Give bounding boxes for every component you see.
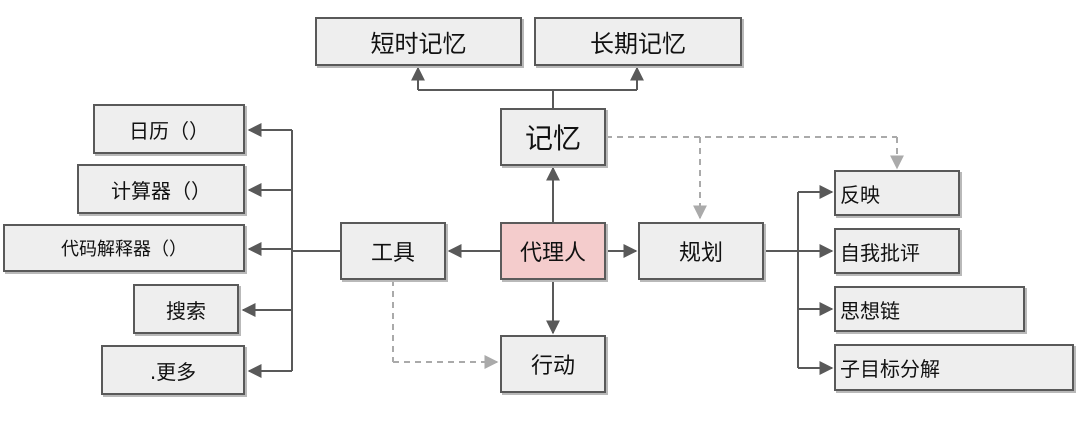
node-reflection: 反映 xyxy=(834,170,960,216)
node-subgoal-decomposition-label: 子目标分解 xyxy=(840,357,940,381)
node-short-term-memory: 短时记忆 xyxy=(315,17,522,66)
node-self-critique-label: 自我批评 xyxy=(840,240,920,265)
edge-memory-to-planning-dashed xyxy=(606,136,904,220)
node-calculator: 计算器（） xyxy=(77,164,245,214)
edge-memory-to-memory-types xyxy=(411,66,644,108)
node-calculator-label: 计算器（） xyxy=(111,178,211,203)
node-chain-of-thought: 思想链 xyxy=(834,286,1025,332)
node-more-label: .更多 xyxy=(149,359,197,384)
node-agent: 代理人 xyxy=(500,222,606,280)
node-more: .更多 xyxy=(101,345,245,395)
node-calendar-label: 日历（） xyxy=(129,118,209,143)
node-chain-of-thought-label: 思想链 xyxy=(840,298,900,323)
node-search-label: 搜索 xyxy=(166,298,206,323)
node-reflection-label: 反映 xyxy=(840,182,880,207)
node-action: 行动 xyxy=(500,335,606,393)
node-planning-label: 规划 xyxy=(678,241,723,266)
node-tools-label: 工具 xyxy=(370,241,415,266)
node-action-label: 行动 xyxy=(530,354,575,379)
node-code-interpreter: 代码解释器（） xyxy=(3,224,245,272)
node-self-critique: 自我批评 xyxy=(834,228,960,274)
node-subgoal-decomposition: 子目标分解 xyxy=(834,344,1074,391)
node-code-interpreter-label: 代码解释器（） xyxy=(61,239,187,260)
node-short-term-memory-label: 短时记忆 xyxy=(370,30,467,58)
node-planning: 规划 xyxy=(638,222,764,280)
edge-planning-to-planning-list xyxy=(764,185,834,375)
edge-tools-to-tool-list xyxy=(241,123,340,378)
node-memory: 记忆 xyxy=(500,108,606,166)
node-long-term-memory-label: 长期记忆 xyxy=(590,30,686,58)
node-long-term-memory: 长期记忆 xyxy=(534,17,742,66)
node-search: 搜索 xyxy=(133,284,239,334)
edge-tools-to-action-dashed xyxy=(392,280,499,369)
node-memory-label: 记忆 xyxy=(524,122,581,155)
node-tools: 工具 xyxy=(340,222,446,280)
node-agent-label: 代理人 xyxy=(519,241,586,266)
node-calendar: 日历（） xyxy=(93,104,245,154)
